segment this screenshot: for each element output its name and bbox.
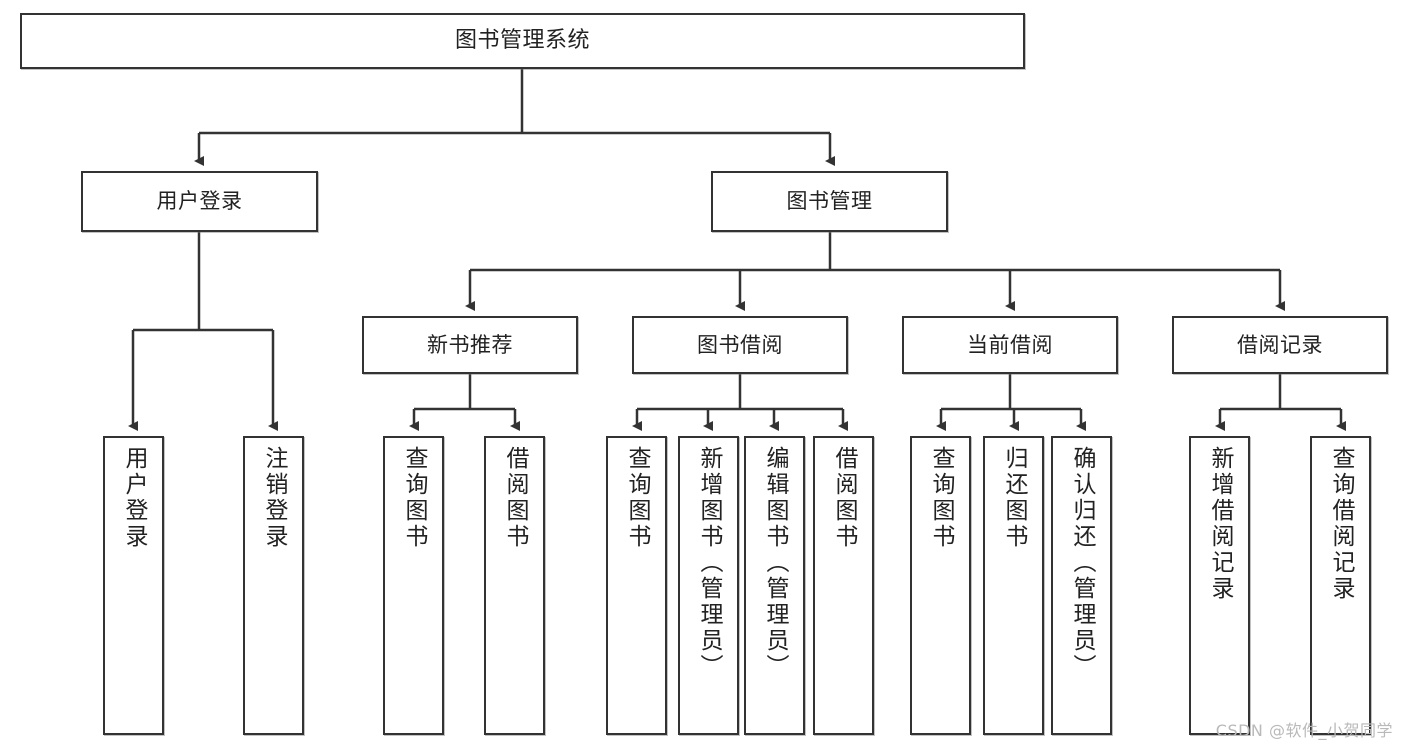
node-book-borrow[interactable]: 图书借阅 (632, 316, 848, 374)
node-user-login-label: 用户登录 (156, 189, 243, 214)
node-leaf-confirm-return-label: 确认归还（管理员） (1069, 446, 1095, 680)
node-leaf-return-book[interactable]: 归还图书 (983, 436, 1044, 735)
node-leaf-return-book-label: 归还图书 (1001, 446, 1027, 550)
node-leaf-add-book-label: 新增图书（管理员） (696, 446, 722, 680)
node-leaf-query-book-2-label: 查询图书 (624, 446, 650, 550)
node-leaf-borrow-book-1[interactable]: 借阅图书 (484, 436, 545, 735)
node-current-borrow-label: 当前借阅 (967, 332, 1053, 357)
node-leaf-user-logout[interactable]: 注销登录 (243, 436, 304, 735)
node-current-borrow[interactable]: 当前借阅 (902, 316, 1118, 374)
node-leaf-add-record-label: 新增借阅记录 (1207, 446, 1233, 602)
node-leaf-borrow-book-2-label: 借阅图书 (831, 446, 857, 550)
node-leaf-user-logout-label: 注销登录 (261, 446, 287, 550)
node-root-label: 图书管理系统 (454, 28, 590, 54)
node-root[interactable]: 图书管理系统 (20, 13, 1025, 69)
node-leaf-edit-book[interactable]: 编辑图书（管理员） (744, 436, 805, 735)
node-new-book-recommend-label: 新书推荐 (427, 332, 513, 357)
node-leaf-query-record-label: 查询借阅记录 (1328, 446, 1354, 602)
node-book-borrow-label: 图书借阅 (697, 332, 783, 357)
node-leaf-borrow-book-1-label: 借阅图书 (502, 446, 528, 550)
node-leaf-query-book-1[interactable]: 查询图书 (383, 436, 444, 735)
node-leaf-confirm-return[interactable]: 确认归还（管理员） (1051, 436, 1112, 735)
node-leaf-query-book-3-label: 查询图书 (928, 446, 954, 550)
node-leaf-query-book-3[interactable]: 查询图书 (910, 436, 971, 735)
node-leaf-query-record[interactable]: 查询借阅记录 (1310, 436, 1371, 735)
node-new-book-recommend[interactable]: 新书推荐 (362, 316, 578, 374)
node-leaf-query-book-1-label: 查询图书 (401, 446, 427, 550)
node-book-manage-label: 图书管理 (786, 189, 873, 214)
node-leaf-add-book[interactable]: 新增图书（管理员） (678, 436, 739, 735)
node-leaf-borrow-book-2[interactable]: 借阅图书 (813, 436, 874, 735)
node-book-manage[interactable]: 图书管理 (711, 171, 948, 232)
node-leaf-edit-book-label: 编辑图书（管理员） (762, 446, 788, 680)
node-borrow-record[interactable]: 借阅记录 (1172, 316, 1388, 374)
node-leaf-user-login-label: 用户登录 (121, 446, 147, 550)
node-borrow-record-label: 借阅记录 (1237, 332, 1323, 357)
node-leaf-add-record[interactable]: 新增借阅记录 (1189, 436, 1250, 735)
node-leaf-user-login[interactable]: 用户登录 (103, 436, 164, 735)
node-leaf-query-book-2[interactable]: 查询图书 (606, 436, 667, 735)
node-user-login[interactable]: 用户登录 (81, 171, 318, 232)
